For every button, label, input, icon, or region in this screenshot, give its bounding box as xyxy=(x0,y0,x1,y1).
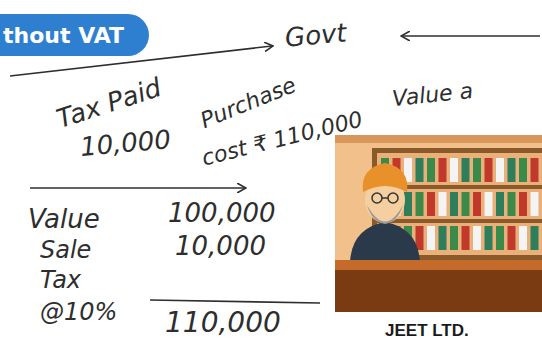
shelf-item xyxy=(427,158,435,182)
arrow xyxy=(30,187,245,189)
handwritten-note: 10,000 xyxy=(175,231,266,262)
shelf-item xyxy=(473,226,481,250)
shelf-item xyxy=(508,158,516,182)
shelf-item xyxy=(427,226,435,250)
shelf-item xyxy=(416,192,424,216)
shelf-item xyxy=(439,158,447,182)
handwritten-note: 110,000 xyxy=(165,306,281,340)
shelf-item xyxy=(531,192,539,216)
shelf-item xyxy=(462,158,470,182)
handwritten-note: 100,000 xyxy=(168,198,276,229)
total-line xyxy=(150,300,320,303)
shop-box: JEET LTD. xyxy=(335,135,542,347)
handwritten-note: Sale xyxy=(40,236,91,265)
handwritten-note: Govt xyxy=(284,17,348,53)
tab-title: thout VAT xyxy=(3,23,124,48)
shelf-item xyxy=(485,192,493,216)
shelf-item xyxy=(439,192,447,216)
shelf-item xyxy=(496,158,504,182)
handwritten-note: Tax xyxy=(40,266,81,295)
handwritten-note: Value a xyxy=(391,78,475,113)
shelf-item xyxy=(485,226,493,250)
shelf-item xyxy=(450,158,458,182)
shelf-item xyxy=(473,158,481,182)
shelf-item xyxy=(450,192,458,216)
shop-name: JEET LTD. xyxy=(385,321,469,341)
shelf-item xyxy=(519,158,527,182)
shelf-item xyxy=(496,192,504,216)
shelf-item xyxy=(462,192,470,216)
shelf-item xyxy=(508,226,516,250)
shelf-item xyxy=(508,192,516,216)
shop-picture xyxy=(335,135,542,312)
handwritten-note: Value xyxy=(28,204,100,235)
shelf-item xyxy=(519,192,527,216)
handwritten-note: 10,000 xyxy=(79,124,172,163)
shelf-item xyxy=(416,158,424,182)
shelf-item xyxy=(531,158,539,182)
shelf-item xyxy=(427,192,435,216)
shelf-item xyxy=(473,192,481,216)
shelf-item xyxy=(496,226,504,250)
shelf-item xyxy=(485,158,493,182)
shelf-item xyxy=(450,226,458,250)
shelf-item xyxy=(462,226,470,250)
tab-banner: thout VAT xyxy=(0,14,149,56)
shelf-item xyxy=(519,226,527,250)
handwritten-note: @10% xyxy=(40,298,117,327)
arrow xyxy=(402,35,540,37)
shelf-item xyxy=(531,226,539,250)
shelf-item xyxy=(404,192,412,216)
shelf-item xyxy=(439,226,447,250)
